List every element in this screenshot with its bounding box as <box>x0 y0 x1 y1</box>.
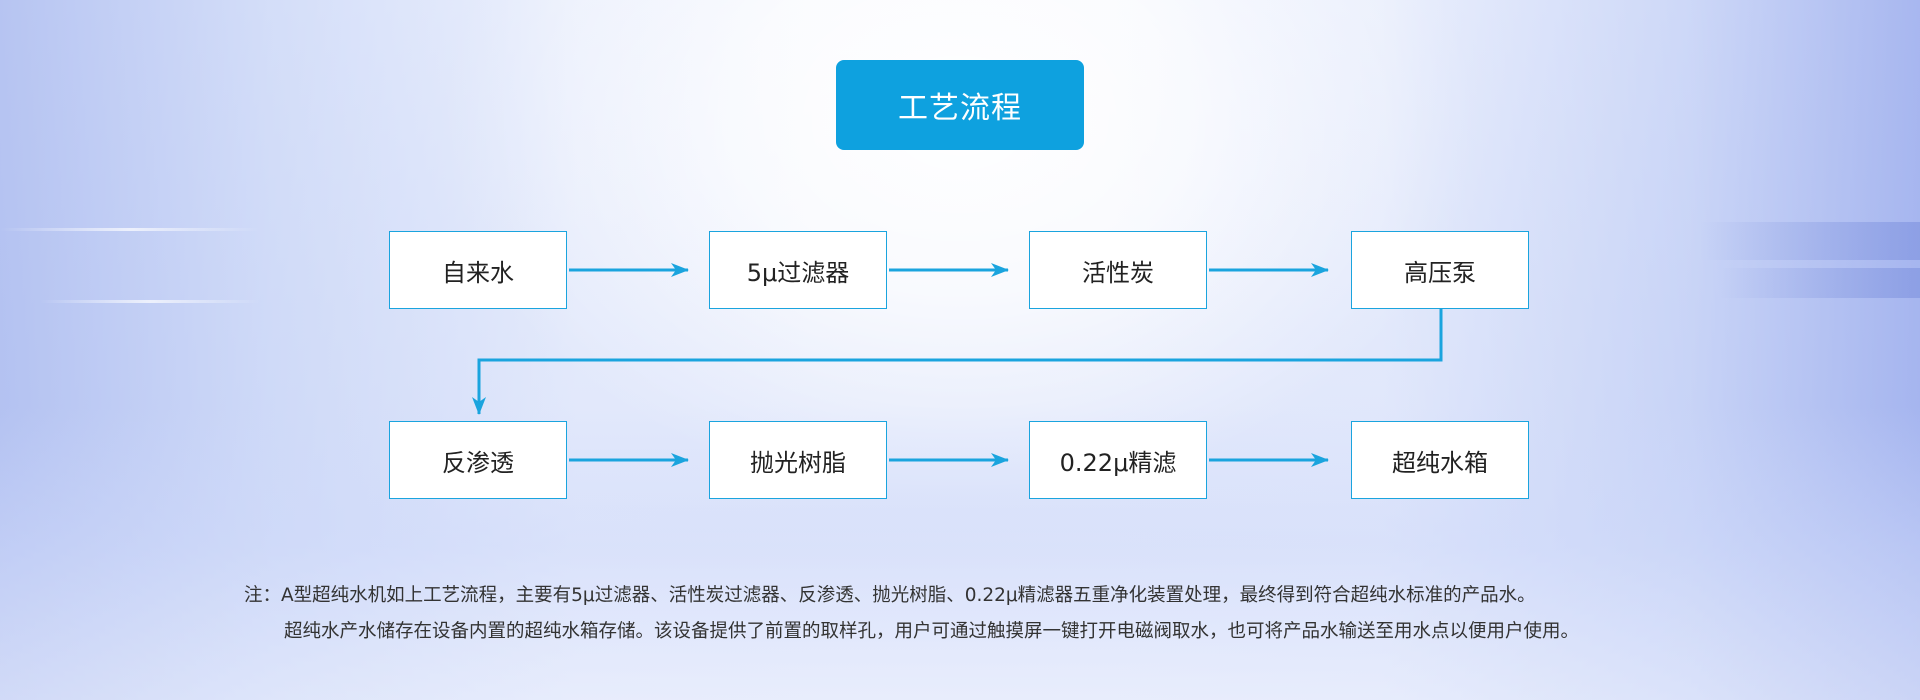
process-note: 注：A型超纯水机如上工艺流程，主要有5μ过滤器、活性炭过滤器、反渗透、抛光树脂、… <box>244 578 1579 650</box>
flow-step-5u-filter: 5μ过滤器 <box>709 231 887 309</box>
page-title-text: 工艺流程 <box>898 91 1022 126</box>
flow-step-high-pressure-pump: 高压泵 <box>1351 231 1529 309</box>
flow-arrow-return <box>472 309 1443 415</box>
flow-step-activated-carbon: 活性炭 <box>1029 231 1207 309</box>
flow-step-polishing-resin: 抛光树脂 <box>709 421 887 499</box>
flow-step-fine-filter: 0.22μ精滤 <box>1029 421 1207 499</box>
flow-step-tap-water: 自来水 <box>389 231 567 309</box>
flow-step-ultrapure-water-tank: 超纯水箱 <box>1351 421 1529 499</box>
flow-step-reverse-osmosis: 反渗透 <box>389 421 567 499</box>
page-title: 工艺流程 <box>836 60 1084 150</box>
process-note-line-2: 超纯水产水储存在设备内置的超纯水箱存储。该设备提供了前置的取样孔，用户可通过触摸… <box>284 621 1580 642</box>
process-note-line-1: 注：A型超纯水机如上工艺流程，主要有5μ过滤器、活性炭过滤器、反渗透、抛光树脂、… <box>244 585 1536 606</box>
